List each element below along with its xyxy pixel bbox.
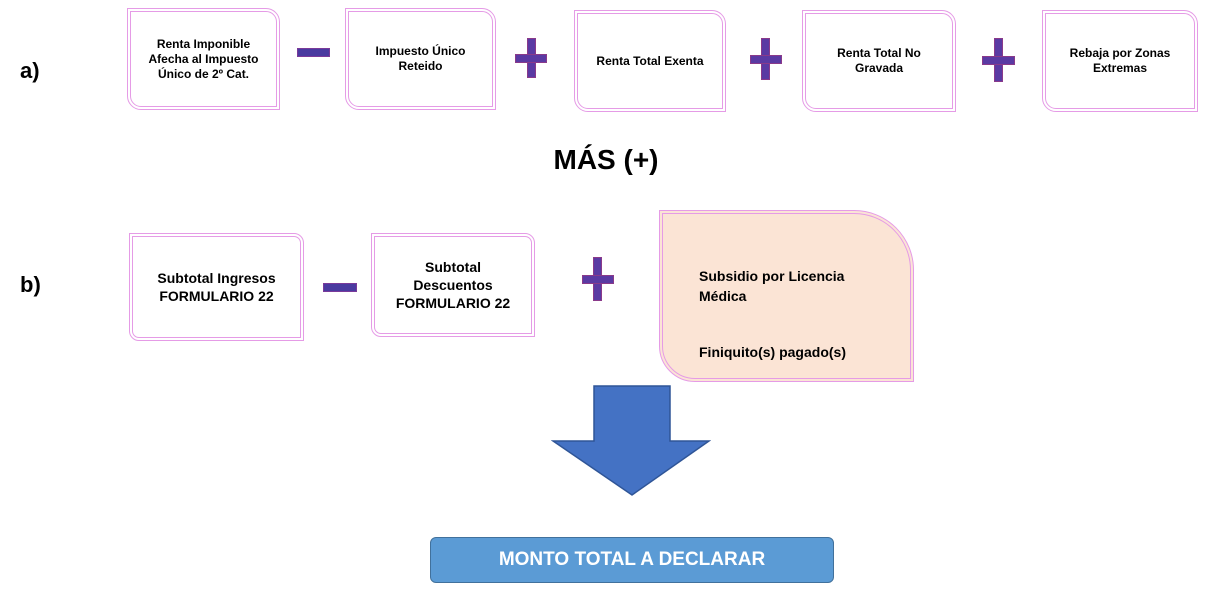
- rebaja-zonas-box: Rebaja por Zonas Extremas: [1042, 10, 1198, 112]
- plus-operator: [515, 38, 547, 78]
- subsidio-text: Subsidio por Licencia Médica: [699, 268, 845, 304]
- row-b-label: b): [20, 272, 41, 297]
- row-a-label: a): [20, 58, 40, 83]
- impuesto-unico-box: Impuesto Único Reteido: [345, 8, 496, 110]
- renta-no-gravada-box: Renta Total No Gravada: [802, 10, 956, 112]
- plus-operator: [582, 257, 614, 301]
- minus-operator: [297, 48, 330, 57]
- plus-operator: [750, 38, 782, 80]
- subtotal-ingresos-box: Subtotal Ingresos FORMULARIO 22: [129, 233, 304, 341]
- subtotal-descuentos-box: Subtotal Descuentos FORMULARIO 22: [371, 233, 535, 337]
- mas-label: MÁS (+): [553, 144, 659, 175]
- renta-imponible-box: Renta Imponible Afecha al Impuesto Único…: [127, 8, 280, 110]
- minus-operator: [323, 283, 357, 292]
- monto-total-box: MONTO TOTAL A DECLARAR: [430, 537, 834, 583]
- subsidio-finiquito-box: Subsidio por Licencia Médica Finiquito(s…: [659, 210, 914, 382]
- down-arrow-icon: [551, 385, 711, 496]
- plus-operator: [982, 38, 1015, 82]
- renta-total-exenta-box: Renta Total Exenta: [574, 10, 726, 112]
- finiquito-text: Finiquito(s) pagado(s): [699, 344, 846, 360]
